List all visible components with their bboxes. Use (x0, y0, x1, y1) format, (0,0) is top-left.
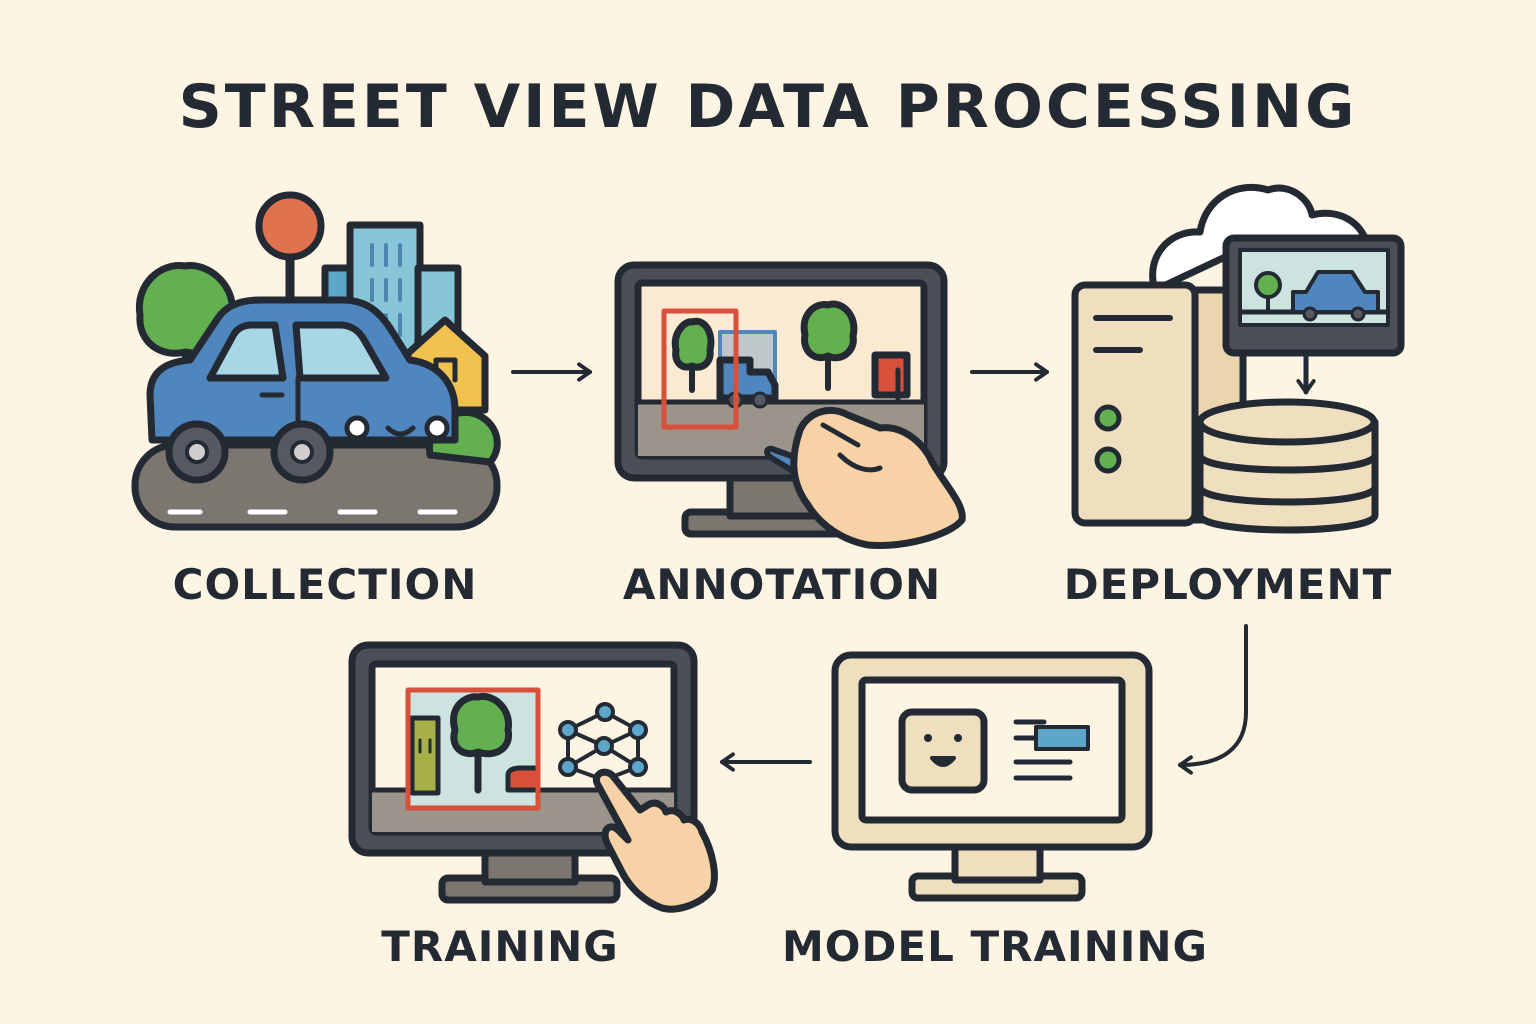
pin-icon (255, 191, 325, 325)
stage-label-deployment: DEPLOYMENT (1063, 560, 1393, 609)
car-icon (146, 296, 459, 484)
pointing-hand-icon (593, 768, 718, 913)
data-lines-icon (1013, 719, 1090, 781)
scene-icon (661, 300, 911, 430)
scene-icon (405, 687, 541, 811)
monitor-icon (1222, 234, 1405, 357)
model-training-illustration (831, 651, 1153, 902)
neural-network-icon (558, 702, 648, 782)
arrow-icon (1178, 624, 1248, 775)
robot-face-icon (898, 708, 988, 794)
flow-arrows (511, 362, 1248, 775)
page-title: STREET VIEW DATA PROCESSING (178, 72, 1358, 142)
training-illustration (348, 641, 718, 913)
deployment-illustration (1071, 183, 1405, 534)
monitor-icon (831, 651, 1153, 902)
database-icon (1196, 398, 1379, 534)
hand-pen-icon (764, 407, 966, 549)
annotation-illustration (614, 261, 966, 549)
collection-illustration (131, 191, 501, 531)
stage-label-training: TRAINING (381, 922, 619, 971)
stage-label-collection: COLLECTION (172, 560, 478, 609)
stage-label-annotation: ANNOTATION (622, 560, 942, 609)
stage-label-model-training: MODEL TRAINING (782, 922, 1208, 971)
